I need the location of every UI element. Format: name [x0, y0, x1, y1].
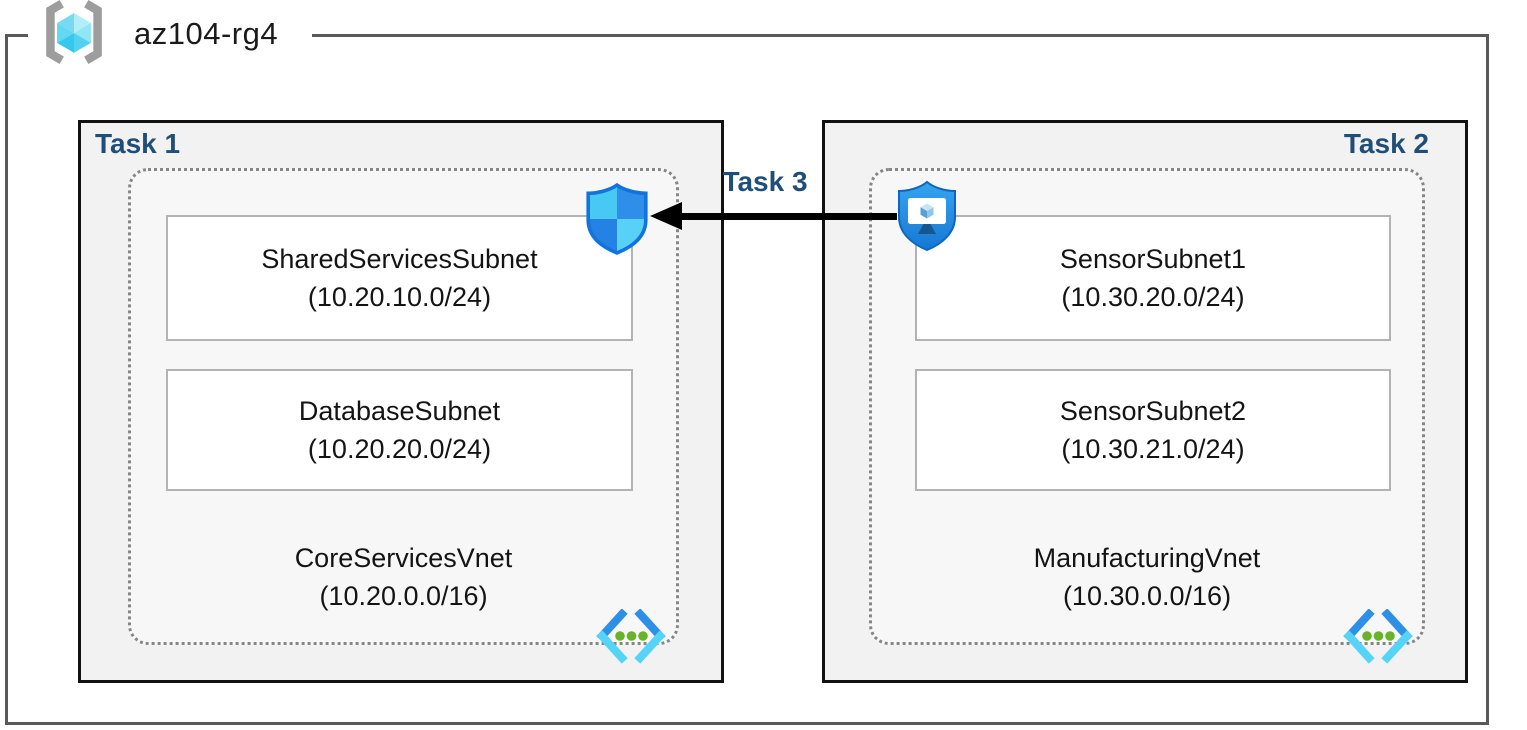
task3-arrow-line [678, 213, 897, 220]
resource-group-header: az104-rg4 [28, 0, 313, 70]
subnet-cidr: (10.20.10.0/24) [307, 282, 492, 312]
task3-arrow-head [650, 202, 682, 230]
subnet-cidr: (10.30.21.0/24) [1061, 434, 1245, 464]
subnet-shared-services: SharedServicesSubnet (10.20.10.0/24) [166, 215, 633, 341]
subnet-name: SensorSubnet2 [1059, 396, 1247, 426]
vnet-name: CoreServicesVnet [294, 543, 513, 573]
subnet-sensor2: SensorSubnet2 (10.30.21.0/24) [915, 369, 1391, 491]
virtual-network-icon [596, 608, 666, 665]
vnet-name: ManufacturingVnet [1033, 543, 1261, 573]
subnet-name: DatabaseSubnet [298, 396, 501, 426]
resource-group-icon [34, 0, 114, 70]
task2-label: Task 2 [1343, 128, 1429, 159]
subnet-database: DatabaseSubnet (10.20.20.0/24) [166, 369, 633, 491]
virtual-network-icon [1343, 608, 1413, 665]
subnet-cidr: (10.30.20.0/24) [1061, 282, 1245, 312]
subnet-name: SensorSubnet1 [1059, 244, 1247, 274]
network-security-group-shield-icon [584, 182, 650, 255]
task1-box: Task 1 SharedServicesSubnet (10.20.10.0/… [78, 120, 724, 683]
subnet-sensor1: SensorSubnet1 (10.30.20.0/24) [915, 215, 1391, 341]
subnet-name: SharedServicesSubnet [261, 244, 538, 274]
task1-label: Task 1 [95, 128, 181, 159]
resource-group-name: az104-rg4 [134, 16, 279, 51]
vnet-cidr: (10.30.0.0/16) [1062, 581, 1232, 611]
vnet-core-services-caption: CoreServicesVnet (10.20.0.0/16) [128, 539, 679, 615]
resource-group-frame [5, 34, 1489, 725]
vnet-manufacturing-caption: ManufacturingVnet (10.30.0.0/16) [869, 539, 1425, 615]
bastion-shield-monitor-icon [895, 180, 959, 252]
task2-box: Task 2 SensorSubnet1 (10.30.20.0/24) Sen… [822, 120, 1468, 683]
task3-label: Task 3 [722, 166, 808, 197]
subnet-cidr: (10.20.20.0/24) [307, 434, 492, 464]
vnet-cidr: (10.20.0.0/16) [319, 581, 488, 611]
